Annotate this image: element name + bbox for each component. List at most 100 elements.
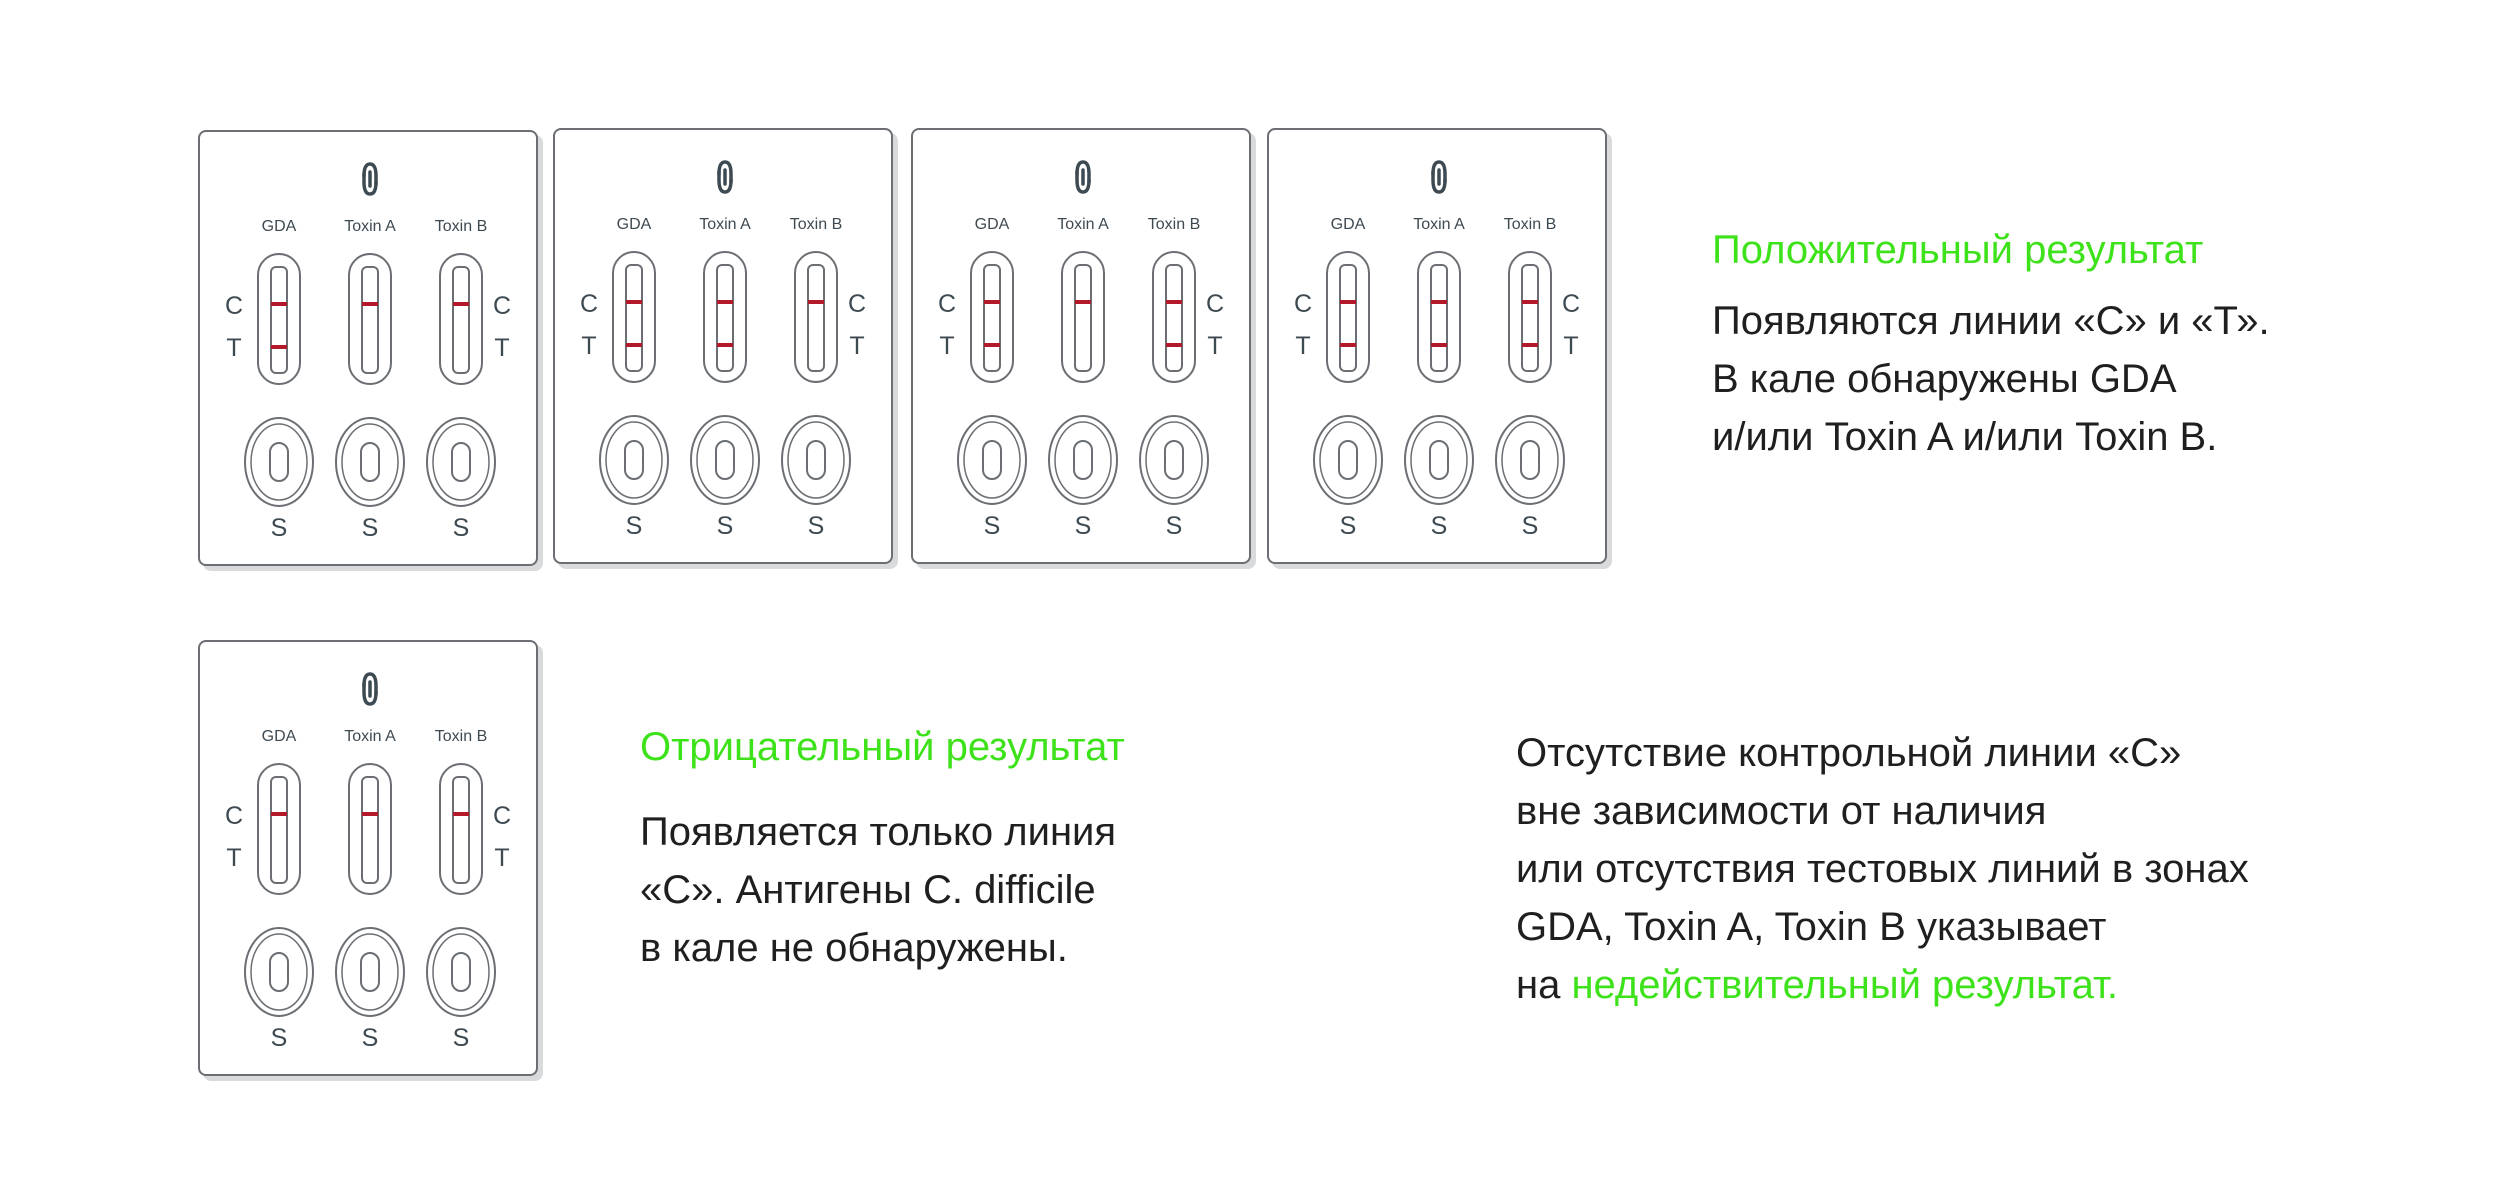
sample-well-hole bbox=[806, 440, 826, 480]
test-line bbox=[1431, 343, 1447, 347]
invalid-result-description: Отсутствие контрольной линии «С» вне зав… bbox=[1516, 724, 2249, 1014]
sample-well-rim bbox=[1054, 421, 1112, 499]
test-marker: T bbox=[494, 334, 510, 362]
sample-well-hole bbox=[1164, 440, 1184, 480]
test-strip bbox=[983, 264, 1001, 372]
invalid-line-4: GDA, Toxin A, Toxin B указывает bbox=[1516, 905, 2107, 949]
test-strip bbox=[625, 264, 643, 372]
test-line bbox=[626, 343, 642, 347]
sample-well-hole bbox=[715, 440, 735, 480]
invalid-result-highlight: недействительный результат. bbox=[1571, 963, 2118, 1007]
sample-label: S bbox=[1074, 512, 1092, 540]
invalid-line-2: вне зависимости от наличия bbox=[1516, 789, 2047, 833]
chain-link-icon bbox=[1431, 160, 1447, 194]
control-line bbox=[453, 812, 469, 816]
control-line bbox=[1431, 300, 1447, 304]
sample-well-rim bbox=[1319, 421, 1377, 499]
negative-line-1: Появляется только линия bbox=[640, 810, 1117, 854]
sample-label: S bbox=[270, 1024, 288, 1052]
invalid-line-3: или отсутствия тестовых линий в зонах bbox=[1516, 847, 2249, 891]
test-line bbox=[984, 343, 1000, 347]
sample-well-rim bbox=[250, 423, 308, 501]
sample-well-rim bbox=[432, 423, 490, 501]
sample-label: S bbox=[716, 512, 734, 540]
column-label: Toxin B bbox=[434, 728, 488, 745]
test-line bbox=[271, 345, 287, 349]
test-strip bbox=[361, 776, 379, 884]
negative-result-description: Появляется только линия «С». Антигены C.… bbox=[640, 803, 1116, 977]
control-line bbox=[1340, 300, 1356, 304]
test-strip bbox=[716, 264, 734, 372]
chain-link-icon bbox=[1075, 160, 1091, 194]
test-marker: T bbox=[1207, 332, 1223, 360]
column-label: GDA bbox=[616, 216, 652, 233]
test-line bbox=[1522, 343, 1538, 347]
control-marker: C bbox=[492, 802, 512, 830]
control-marker: C bbox=[224, 802, 244, 830]
cassette-drawing bbox=[599, 160, 851, 505]
test-strip bbox=[270, 266, 288, 374]
test-strip bbox=[1430, 264, 1448, 372]
negative-line-2: «С». Антигены C. difficile bbox=[640, 868, 1096, 912]
test-marker: T bbox=[581, 332, 597, 360]
control-line bbox=[453, 302, 469, 306]
test-strip bbox=[270, 776, 288, 884]
column-label: Toxin A bbox=[1413, 216, 1465, 233]
control-marker: C bbox=[1561, 290, 1581, 318]
sample-well-hole bbox=[269, 952, 289, 992]
test-line bbox=[717, 343, 733, 347]
test-strip bbox=[1339, 264, 1357, 372]
test-marker: T bbox=[226, 844, 242, 872]
cassette-drawing bbox=[957, 160, 1209, 505]
invalid-prefix: на bbox=[1516, 963, 1572, 1007]
test-line bbox=[1166, 343, 1182, 347]
column-label: Toxin B bbox=[1503, 216, 1557, 233]
test-marker: T bbox=[1563, 332, 1579, 360]
cassette-drawing bbox=[244, 672, 496, 1017]
test-strip bbox=[452, 266, 470, 374]
positive-result-description: Появляются линии «С» и «Т». В кале обнар… bbox=[1712, 292, 2270, 466]
control-line bbox=[984, 300, 1000, 304]
test-strip bbox=[1165, 264, 1183, 372]
sample-label: S bbox=[452, 514, 470, 542]
column-label: GDA bbox=[261, 218, 297, 235]
column-label: Toxin A bbox=[344, 728, 396, 745]
control-marker: C bbox=[847, 290, 867, 318]
sample-well-hole bbox=[982, 440, 1002, 480]
sample-well-rim bbox=[341, 933, 399, 1011]
sample-well-hole bbox=[451, 952, 471, 992]
column-label: GDA bbox=[1330, 216, 1366, 233]
control-line bbox=[717, 300, 733, 304]
control-line bbox=[1075, 300, 1091, 304]
control-line bbox=[362, 302, 378, 306]
test-marker: T bbox=[1295, 332, 1311, 360]
test-strip bbox=[361, 266, 379, 374]
control-marker: C bbox=[1293, 290, 1313, 318]
negative-result-heading: Отрицательный результат bbox=[640, 725, 1125, 769]
sample-label: S bbox=[270, 514, 288, 542]
sample-label: S bbox=[1430, 512, 1448, 540]
sample-label: S bbox=[361, 1024, 379, 1052]
invalid-line-5: на недействительный результат. bbox=[1516, 956, 2249, 1014]
column-label: Toxin B bbox=[434, 218, 488, 235]
control-marker: C bbox=[224, 292, 244, 320]
cassette-drawing bbox=[244, 162, 496, 507]
test-marker: T bbox=[939, 332, 955, 360]
sample-well-rim bbox=[250, 933, 308, 1011]
test-strip bbox=[452, 776, 470, 884]
control-line bbox=[362, 812, 378, 816]
sample-well-hole bbox=[1338, 440, 1358, 480]
sample-well-rim bbox=[432, 933, 490, 1011]
test-strip bbox=[1521, 264, 1539, 372]
control-marker: C bbox=[937, 290, 957, 318]
control-marker: C bbox=[1205, 290, 1225, 318]
column-label: Toxin A bbox=[1057, 216, 1109, 233]
control-line bbox=[1522, 300, 1538, 304]
chain-link-icon bbox=[362, 672, 378, 706]
sample-label: S bbox=[1165, 512, 1183, 540]
column-label: Toxin B bbox=[1147, 216, 1201, 233]
